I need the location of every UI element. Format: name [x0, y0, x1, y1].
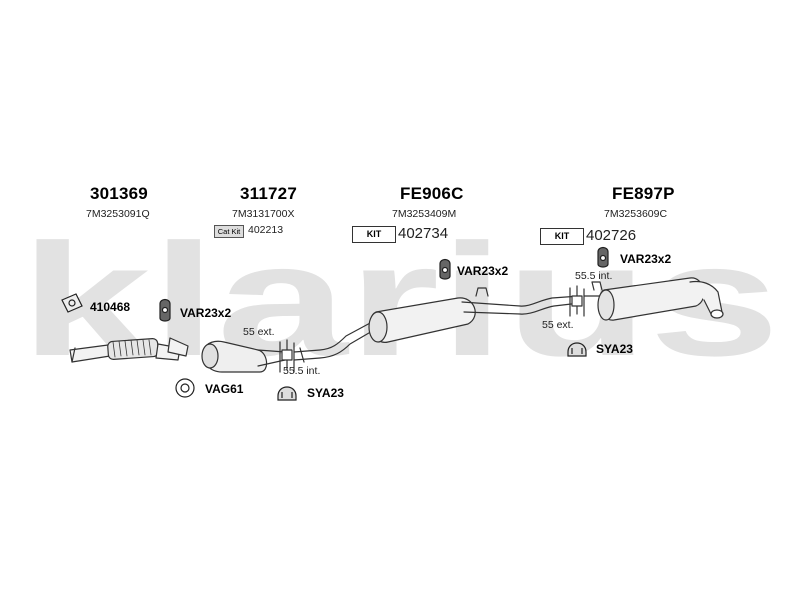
kit-badge-fe897p: KIT — [540, 228, 584, 245]
sya23-label-right: SYA23 — [596, 342, 633, 356]
kit-number-fe897p: 402726 — [586, 227, 637, 244]
clamp-right-drawing — [569, 285, 585, 317]
cat-kit-badge-label: Cat Kit — [217, 227, 241, 236]
gasket-icon — [61, 293, 83, 313]
dimension-int-left: 55.5 int. — [283, 365, 321, 377]
dimension-ext-right: 55 ext. — [542, 319, 574, 331]
cat-kit-number: 402213 — [248, 224, 284, 236]
front-pipe-drawing — [69, 337, 189, 363]
rubber-hanger-icon — [159, 298, 171, 322]
kit-badge-label-fe897p: KIT — [554, 231, 570, 241]
var23x2-label-mid: VAR23x2 — [457, 264, 509, 278]
var23x2-label-right: VAR23x2 — [620, 252, 672, 266]
clamp-left-drawing — [279, 339, 295, 373]
oem-number-311727: 7M3131700X — [232, 208, 295, 220]
clamp-icon — [277, 386, 297, 401]
catalytic-converter-drawing — [201, 340, 286, 373]
sya23-label-left: SYA23 — [307, 386, 344, 400]
part-number-301369: 301369 — [90, 184, 148, 203]
dimension-int-right: 55.5 int. — [575, 270, 613, 282]
kit-badge-label-fe906c: KIT — [366, 229, 382, 239]
var23x2-label-left: VAR23x2 — [180, 306, 232, 320]
vag61-label: VAG61 — [205, 382, 244, 396]
dimension-ext-left: 55 ext. — [243, 326, 275, 338]
part-number-fe897p: FE897P — [612, 184, 675, 203]
middle-silencer-drawing — [368, 287, 581, 343]
oem-number-fe897p: 7M3253609C — [604, 208, 668, 220]
cat-kit-badge: Cat Kit — [214, 225, 244, 238]
centre-pipe-drawing — [293, 321, 375, 363]
oem-number-fe906c: 7M3253409M — [392, 208, 457, 220]
rubber-hanger-icon-right — [597, 246, 609, 268]
rubber-hanger-icon-mid — [439, 258, 451, 280]
oem-number-301369: 7M3253091Q — [86, 208, 150, 220]
part-number-fe906c: FE906C — [400, 184, 464, 203]
kit-badge-fe906c: KIT — [352, 226, 396, 243]
gasket-ring-icon — [175, 378, 195, 398]
gasket-410468-label: 410468 — [90, 300, 131, 314]
clamp-icon-right — [567, 342, 587, 357]
part-number-311727: 311727 — [240, 184, 297, 203]
rear-silencer-drawing — [583, 277, 724, 321]
kit-number-fe906c: 402734 — [398, 225, 449, 242]
